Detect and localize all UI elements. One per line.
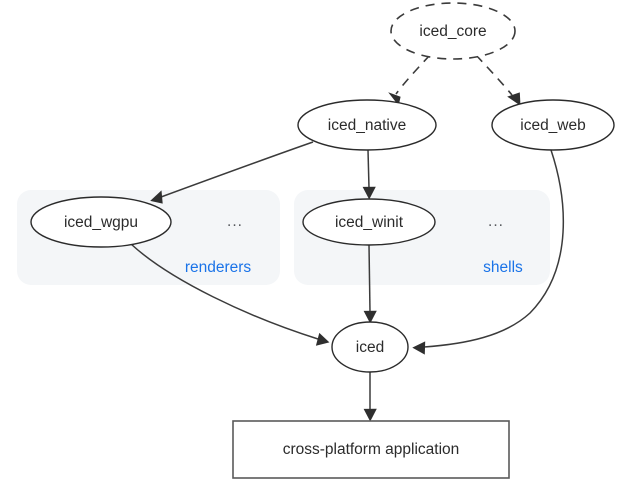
node-cross-platform-application[interactable]: cross-platform application [232, 420, 510, 479]
node-iced-web-label: iced_web [520, 117, 586, 134]
node-iced-wgpu-label: iced_wgpu [64, 214, 138, 231]
node-iced-web[interactable]: iced_web [491, 99, 615, 151]
node-iced-native-label: iced_native [328, 117, 406, 134]
node-application-shape[interactable] [232, 420, 510, 479]
edge-iced-to-application [363, 372, 377, 422]
edge-iced-winit-to-iced [363, 244, 377, 324]
node-iced-web-shape[interactable] [491, 99, 615, 151]
node-iced-label: iced [356, 339, 384, 356]
node-iced-core-label: iced_core [419, 23, 486, 40]
renderers-more-ellipsis: ... [227, 213, 243, 230]
node-iced[interactable]: iced [331, 321, 409, 373]
shells-more-ellipsis: ... [488, 213, 504, 230]
edge-path [160, 141, 314, 198]
node-iced-core-shape[interactable] [390, 2, 516, 60]
arrow-head-icon [315, 332, 330, 346]
edge-iced-core-to-iced-native [388, 54, 431, 106]
node-iced-winit-label: iced_winit [335, 214, 404, 231]
arrow-head-icon [362, 186, 376, 200]
arrow-head-icon [507, 92, 521, 106]
arrow-head-icon [150, 190, 163, 204]
cluster-renderers-label: renderers [185, 259, 252, 276]
edge-path [368, 244, 371, 313]
edge-path [130, 243, 319, 340]
edge-iced-native-to-iced-wgpu [150, 141, 314, 204]
node-iced-winit[interactable]: iced_winit [302, 198, 436, 246]
edge-path [395, 54, 431, 95]
node-iced-native-shape[interactable] [297, 99, 437, 151]
edge-path [423, 149, 565, 348]
node-iced-wgpu-shape[interactable] [30, 196, 172, 248]
arrow-head-icon [412, 341, 426, 355]
node-iced-native[interactable]: iced_native [297, 99, 437, 151]
node-iced-shape[interactable] [331, 321, 409, 373]
cluster-shells-label: shells [483, 259, 523, 276]
node-iced-winit-shape[interactable] [302, 198, 436, 246]
node-iced-core[interactable]: iced_core [390, 2, 516, 60]
edge-path [475, 54, 513, 96]
arrow-head-icon [363, 310, 377, 324]
edge-path [367, 149, 370, 189]
edge-iced-wgpu-to-iced [130, 243, 330, 346]
node-application-label: cross-platform application [283, 441, 460, 458]
edge-iced-core-to-iced-web [475, 54, 521, 106]
arrow-head-icon [363, 408, 377, 422]
edge-iced-native-to-iced-winit [362, 149, 376, 200]
node-iced-wgpu[interactable]: iced_wgpu [30, 196, 172, 248]
edge-iced-web-to-iced [412, 149, 565, 355]
